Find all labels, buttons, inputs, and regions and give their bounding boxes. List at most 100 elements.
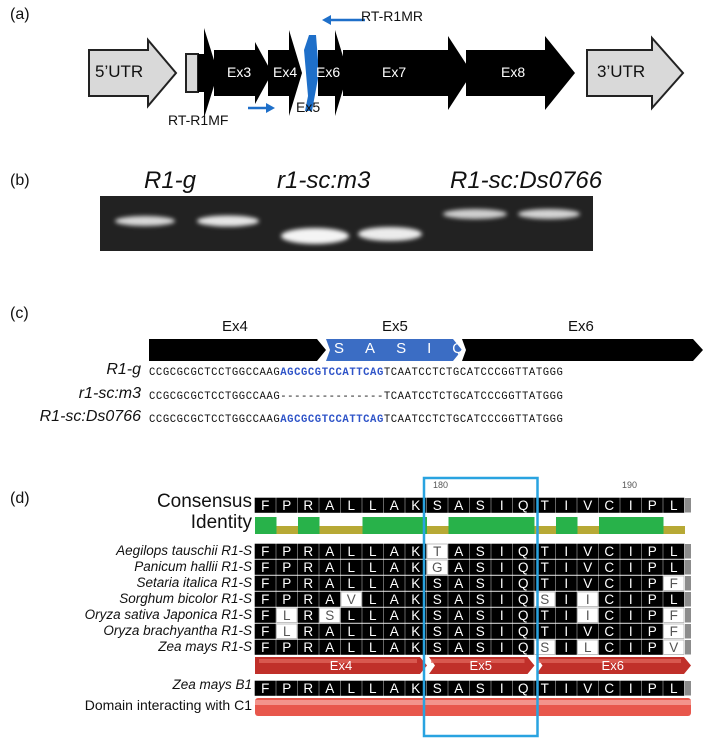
residue-cell: [555, 497, 577, 513]
species-label-b1: Zea mays B1: [172, 677, 252, 692]
residue-letter: I: [500, 544, 504, 559]
residue-cell: [663, 497, 685, 513]
residue-cell: [512, 559, 534, 575]
residue-cell: [383, 543, 405, 559]
residue-cell: [491, 623, 513, 639]
residue-cell: [555, 543, 577, 559]
residue-letter: L: [283, 608, 291, 623]
seq-row-r1g: CCGCGCGCTCCTGGCCAAGAGCGCGTCCATTCAGTCAATC…: [149, 367, 564, 379]
species-label: Setaria italica R1-S: [136, 575, 252, 590]
residue-letter: F: [261, 544, 269, 559]
residue-letter: A: [325, 576, 334, 591]
residue-cell: [383, 497, 405, 513]
residue-letter: V: [583, 576, 592, 591]
residue-letter: I: [500, 592, 504, 607]
residue-letter: S: [433, 498, 442, 513]
identity-bar: [319, 526, 341, 534]
pos-190: 190: [622, 480, 638, 490]
gel-lane-r1scm3: r1-sc:m3: [277, 167, 371, 194]
residue-cell: [577, 591, 599, 607]
residue-letter: Q: [518, 498, 529, 513]
residue-letter: A: [325, 498, 334, 513]
residue-letter: F: [670, 608, 678, 623]
residue-cell: [405, 639, 427, 655]
residue-letter: Q: [518, 560, 529, 575]
residue-letter: L: [347, 608, 355, 623]
residue-letter: C: [604, 681, 614, 696]
panel-c-label: (c): [10, 305, 29, 322]
residue-letter: Q: [518, 544, 529, 559]
residue-cell: [577, 607, 599, 623]
residue-cell: [620, 591, 642, 607]
row-end-stub: [685, 624, 691, 639]
residue-letter: V: [583, 624, 592, 639]
residue-cell: [491, 575, 513, 591]
residue-cell: [598, 607, 620, 623]
residue-letter: L: [369, 608, 377, 623]
residue-cell: [534, 575, 556, 591]
residue-cell: [362, 639, 384, 655]
gel-band: [358, 227, 422, 241]
residue-letter: I: [564, 560, 568, 575]
residue-letter: R: [303, 544, 313, 559]
residue-cell: [254, 591, 276, 607]
residue-letter: F: [261, 640, 269, 655]
identity-bar: [470, 517, 492, 534]
residue-letter: F: [670, 624, 678, 639]
gel-lane-r1g: R1-g: [144, 167, 197, 194]
residue-cell: [448, 680, 470, 696]
residue-letter: S: [476, 640, 485, 655]
gel-lane-ds0766: R1-sc:Ds0766: [450, 167, 603, 194]
residue-letter: I: [500, 681, 504, 696]
exon4-arrow: [268, 30, 302, 116]
residue-letter: I: [500, 560, 504, 575]
residue-cell: [555, 680, 577, 696]
residue-letter: Q: [518, 576, 529, 591]
residue-letter: P: [648, 544, 657, 559]
residue-letter: L: [369, 544, 377, 559]
residue-cell: [641, 639, 663, 655]
residue-cell: [555, 623, 577, 639]
residue-cell: [362, 559, 384, 575]
residue-cell: [534, 623, 556, 639]
residue-cell: [426, 559, 448, 575]
residue-cell: [319, 575, 341, 591]
residue-cell: [254, 559, 276, 575]
residue-letter: T: [541, 576, 549, 591]
residue-letter: I: [500, 640, 504, 655]
residue-letter: V: [583, 681, 592, 696]
residue-cell: [276, 497, 298, 513]
residue-cell: [534, 543, 556, 559]
residue-letter: T: [541, 608, 549, 623]
utr5-label: 5’UTR: [95, 62, 144, 81]
residue-cell: [512, 543, 534, 559]
residue-cell: [663, 543, 685, 559]
exon-arrow-label: Ex6: [602, 658, 624, 673]
residue-cell: [663, 639, 685, 655]
residue-letter: A: [390, 624, 399, 639]
ex6-label: Ex6: [316, 64, 341, 80]
residue-cell: [469, 559, 491, 575]
residue-letter: L: [369, 560, 377, 575]
residue-letter: F: [670, 576, 678, 591]
residue-letter: A: [454, 624, 463, 639]
residue-letter: I: [586, 608, 590, 623]
residue-cell: [297, 639, 319, 655]
seq-name-r1g: R1-g: [106, 361, 141, 378]
residue-letter: C: [604, 592, 614, 607]
identity-bar: [405, 517, 427, 534]
ex7-label: Ex7: [382, 64, 407, 80]
seq-name-ds0766: R1-sc:Ds0766: [39, 408, 141, 425]
residue-letter: Q: [518, 640, 529, 655]
residue-letter: C: [604, 560, 614, 575]
residue-cell: [426, 591, 448, 607]
residue-cell: [426, 680, 448, 696]
ex4-bar: [149, 339, 326, 361]
exon5-arrow: [304, 35, 319, 111]
residue-letter: I: [564, 681, 568, 696]
residue-letter: A: [454, 608, 463, 623]
residue-letter: L: [347, 681, 355, 696]
residue-letter: A: [454, 681, 463, 696]
residue-cell: [448, 559, 470, 575]
residue-cell: [469, 575, 491, 591]
